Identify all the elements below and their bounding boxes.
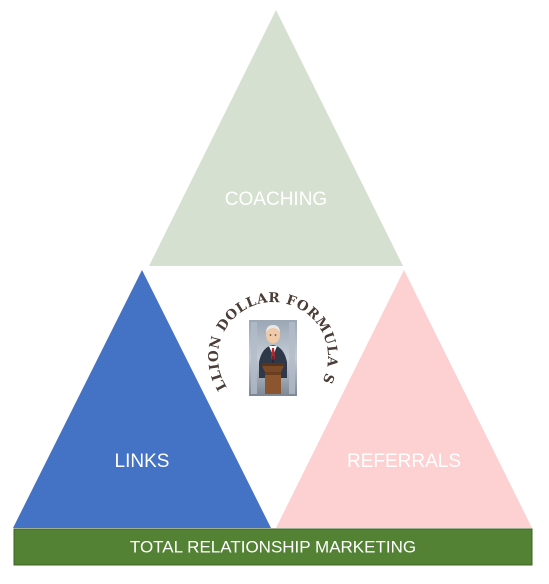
links-triangle: [13, 270, 271, 528]
referrals-label: REFERRALS: [347, 451, 461, 472]
base-bar-label: TOTAL RELATIONSHIP MARKETING: [130, 537, 416, 556]
coaching-triangle: [149, 10, 403, 266]
coaching-label: COACHING: [225, 189, 327, 210]
links-label: LINKS: [115, 451, 170, 472]
base-bar: [13, 528, 533, 566]
speaker-illustration: [249, 320, 297, 396]
referrals-triangle: [276, 270, 532, 528]
